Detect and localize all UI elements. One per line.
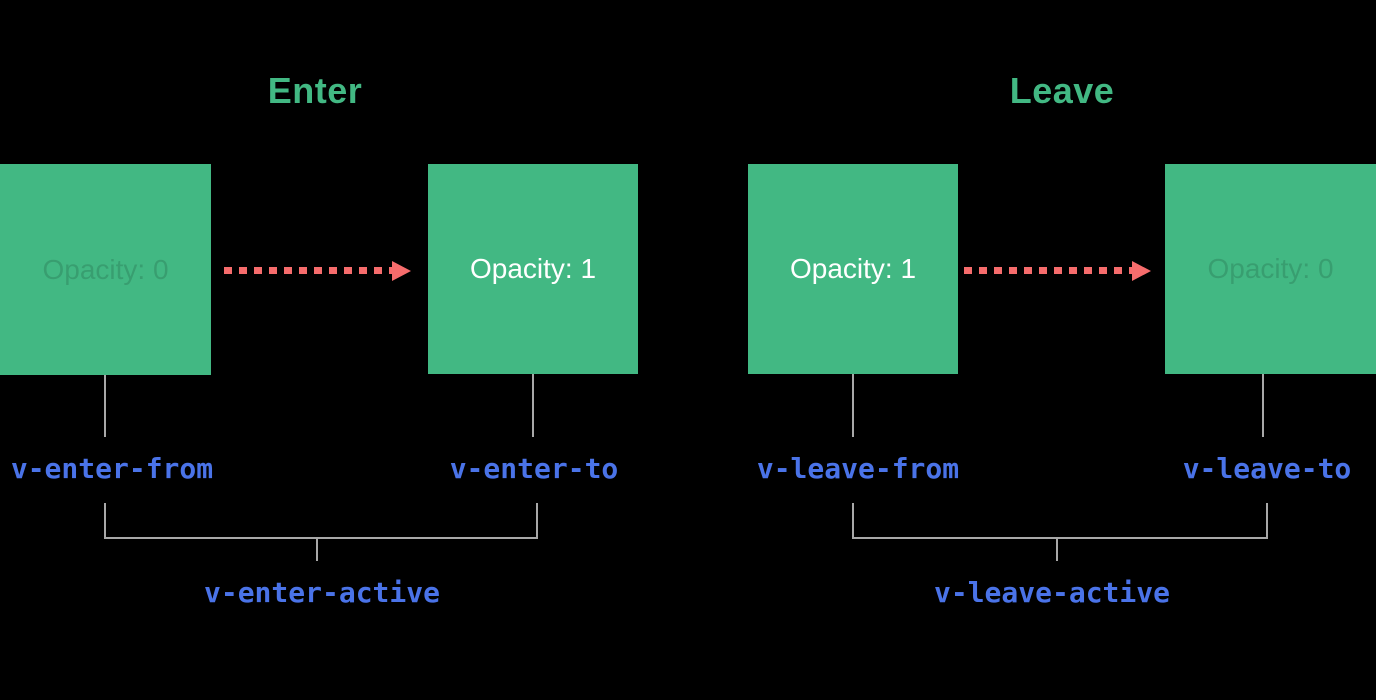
leave-active-bracket-tick	[1056, 537, 1058, 561]
leave-section-title: Leave	[1009, 70, 1115, 111]
leave-transition-arrowhead-icon	[1132, 261, 1151, 281]
leave-active-bracket	[852, 503, 1268, 539]
enter-to-box-label: Opacity: 1	[469, 253, 597, 284]
leave-from-connector-line	[852, 374, 854, 437]
enter-from-connector-line	[104, 375, 106, 437]
enter-section-title: Enter	[267, 70, 363, 111]
enter-from-box: Opacity: 0	[0, 164, 211, 375]
enter-from-class-label: v-enter-from	[10, 452, 214, 485]
enter-active-bracket-tick	[316, 537, 318, 561]
enter-transition-arrow-line	[224, 267, 392, 274]
leave-to-box-label: Opacity: 0	[1207, 253, 1334, 284]
leave-to-connector-line	[1262, 374, 1264, 437]
enter-active-bracket	[104, 503, 538, 539]
leave-to-class-label: v-leave-to	[1182, 452, 1352, 485]
leave-active-class-label: v-leave-active	[933, 576, 1170, 609]
enter-to-box: Opacity: 1	[428, 164, 638, 374]
enter-active-class-label: v-enter-active	[203, 576, 440, 609]
enter-to-connector-line	[532, 374, 534, 437]
enter-transition-arrowhead-icon	[392, 261, 411, 281]
leave-from-box: Opacity: 1	[748, 164, 958, 374]
enter-from-box-label: Opacity: 0	[42, 253, 169, 285]
leave-to-box: Opacity: 0	[1165, 164, 1376, 374]
leave-transition-arrow-line	[964, 267, 1132, 274]
leave-from-class-label: v-leave-from	[756, 452, 960, 485]
leave-from-box-label: Opacity: 1	[789, 253, 917, 284]
enter-to-class-label: v-enter-to	[449, 452, 619, 485]
